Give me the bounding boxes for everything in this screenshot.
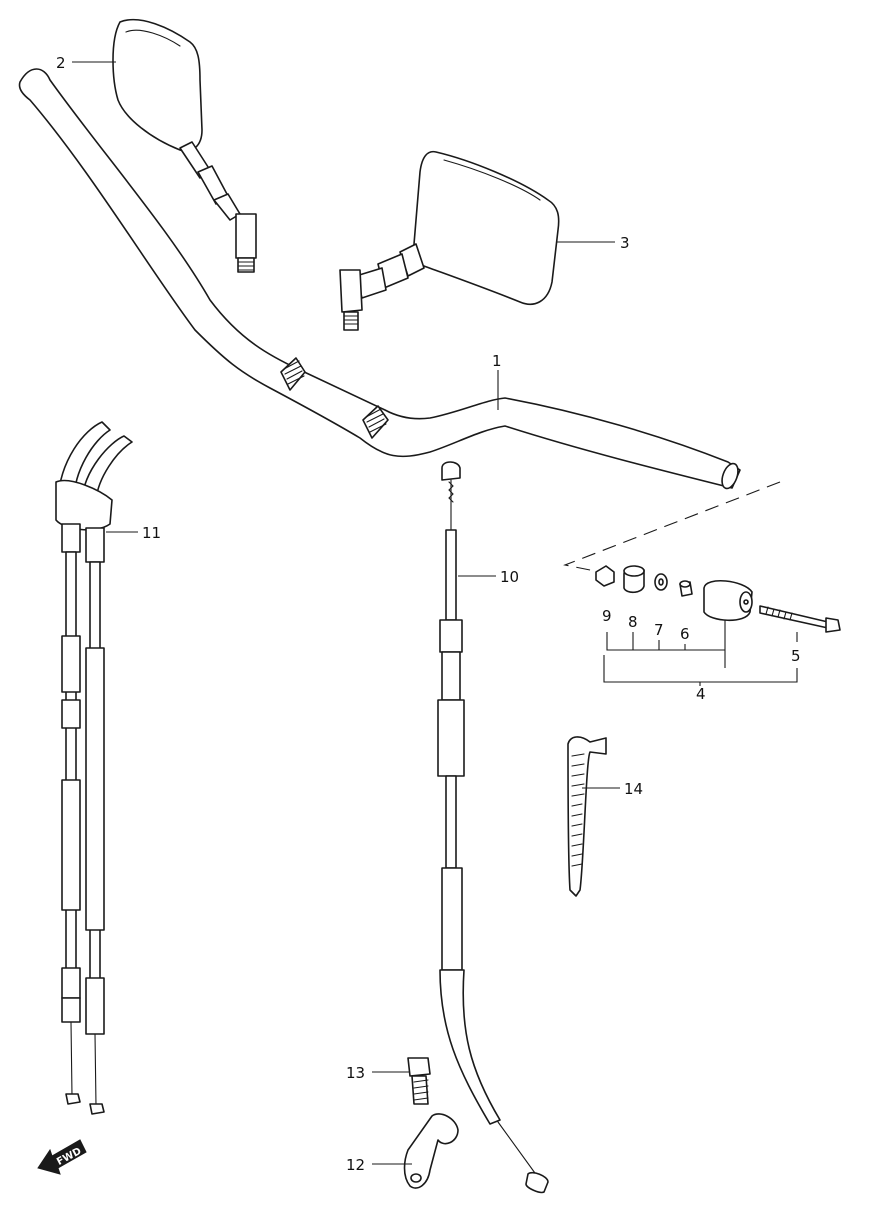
callout-9: 9 (602, 607, 612, 625)
callout-7: 7 (654, 621, 664, 639)
left-mirror[interactable] (112, 18, 257, 273)
bar-end-bracket-lines (603, 620, 798, 686)
collar-part-6[interactable] (679, 580, 693, 597)
cable-tie[interactable] (567, 736, 607, 897)
callout-14: 14 (624, 780, 643, 798)
callout-12: 12 (346, 1156, 365, 1174)
clutch-cable[interactable] (437, 461, 549, 1194)
screw-part-5[interactable] (759, 605, 841, 633)
callout-6: 6 (680, 625, 690, 643)
callout-8: 8 (628, 613, 638, 631)
fwd-arrow-icon: FWD (37, 1139, 87, 1175)
right-mirror[interactable] (339, 150, 560, 331)
cable-clamp[interactable] (403, 1113, 459, 1189)
nut-part-9[interactable] (595, 565, 615, 587)
callout-labels: 1 2 3 4 5 6 7 8 9 10 11 12 13 14 (56, 54, 801, 1174)
callout-4: 4 (696, 685, 706, 703)
callout-11: 11 (142, 524, 161, 542)
bolt[interactable] (407, 1057, 431, 1105)
callout-1: 1 (492, 352, 502, 370)
callout-2: 2 (56, 54, 66, 72)
handlebar[interactable] (18, 68, 741, 491)
rubber-part-8[interactable] (623, 565, 645, 594)
callout-10: 10 (500, 568, 519, 586)
leader-lines (72, 61, 620, 1165)
balancer-part-4[interactable] (703, 579, 753, 622)
throttle-cable-set[interactable] (55, 421, 133, 1115)
callout-3: 3 (620, 234, 630, 252)
bar-end-dashed-guide (563, 481, 781, 573)
callout-5: 5 (791, 647, 801, 665)
callout-13: 13 (346, 1064, 365, 1082)
washer-part-7[interactable] (654, 573, 668, 591)
